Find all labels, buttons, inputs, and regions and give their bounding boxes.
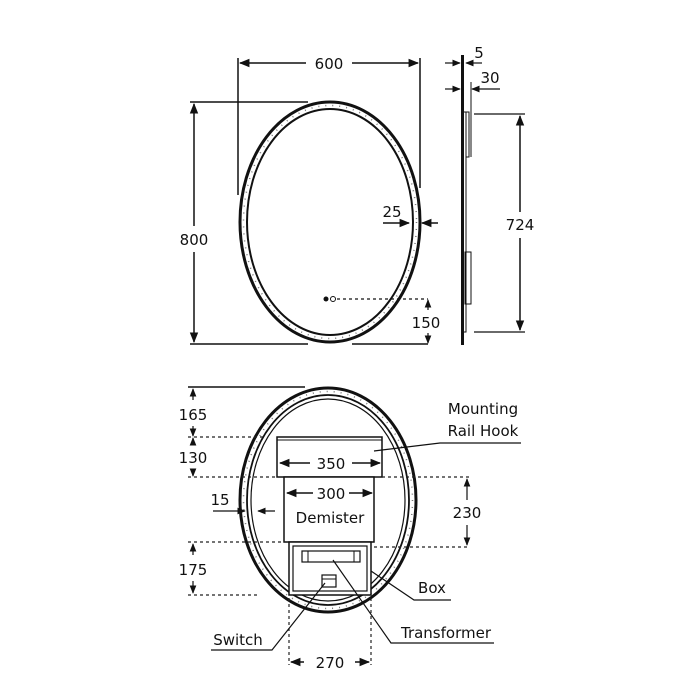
mounting-rail-hook (276, 436, 383, 478)
switch-150-label: 150 (412, 314, 441, 332)
mounting-label-line1: Mounting (448, 400, 518, 418)
height-800-label: 800 (180, 231, 209, 249)
box-270-label: 270 (316, 654, 345, 672)
inset-15-label: 15 (210, 491, 229, 509)
frame-25-label: 25 (382, 203, 401, 221)
switch-label: Switch (213, 631, 263, 649)
rail-724-label: 724 (506, 216, 535, 234)
rail-350-label: 350 (317, 455, 346, 473)
demister-label: Demister (296, 509, 365, 527)
mirror-outer-frame (238, 100, 422, 344)
width-600-label: 600 (315, 55, 344, 73)
rail-130-label: 130 (179, 449, 208, 467)
offset-165-label: 165 (179, 406, 208, 424)
depth-30-label: 30 (480, 69, 499, 87)
mounting-label-line2: Rail Hook (448, 422, 519, 440)
switch (321, 574, 337, 588)
demister-230-label: 230 (453, 504, 482, 522)
box-label: Box (418, 579, 446, 597)
frame-strip (462, 111, 467, 333)
box-profile (464, 251, 472, 305)
frame-texture (242, 104, 418, 340)
demister-300-label: 300 (317, 485, 346, 503)
rear-view: 350 300 Demister 165 130 (179, 386, 521, 672)
side-view: 5 30 724 (445, 44, 534, 345)
glass-5-label: 5 (474, 44, 484, 62)
demister-pad (283, 476, 375, 543)
rail-profile (465, 111, 470, 158)
touch-switch-dot (323, 296, 329, 302)
mirror-inner-frame (246, 108, 414, 336)
transformer-label: Transformer (400, 624, 492, 642)
front-view: 600 800 25 150 (180, 55, 441, 345)
touch-switch-ring (330, 296, 336, 302)
box-175-label: 175 (179, 561, 208, 579)
transformer (301, 550, 361, 563)
